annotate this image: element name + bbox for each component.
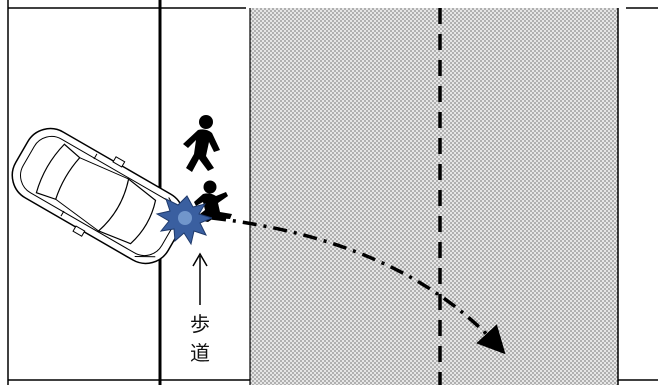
sidewalk-label-char-1: 歩: [190, 312, 210, 336]
trajectory-arrow: [211, 216, 506, 355]
collision-burst-icon: [155, 195, 214, 246]
walking-person-icon: [183, 115, 220, 172]
up-arrow-icon: [192, 252, 208, 305]
child-running-icon: [194, 180, 232, 222]
car-top-view-icon: [11, 127, 185, 265]
diagram-frame: [7, 0, 658, 385]
sidewalk-label-char-2: 道: [190, 341, 210, 365]
roadway: [250, 8, 618, 385]
